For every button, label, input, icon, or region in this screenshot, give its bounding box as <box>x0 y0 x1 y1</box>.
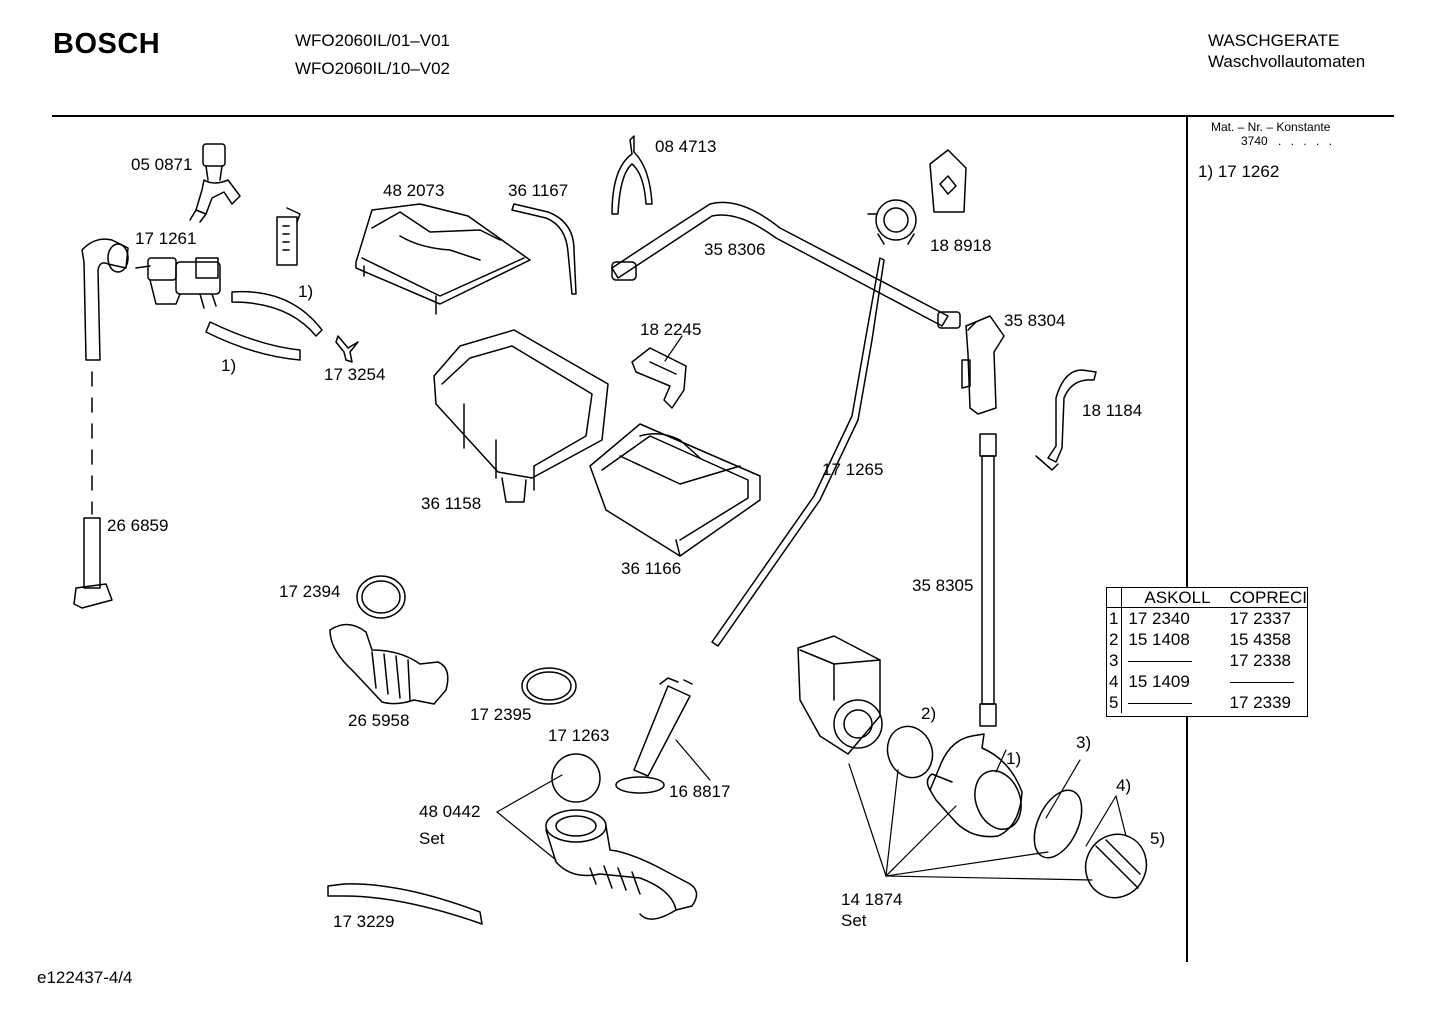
heater-drawing <box>615 677 693 794</box>
part-label-181184: 18 1184 <box>1082 401 1143 420</box>
part-label-172395: 17 2395 <box>470 705 532 724</box>
inlet-valve-drawing <box>135 257 221 309</box>
askoll-cell-empty <box>1122 692 1220 713</box>
copreci-cell: 17 2337 <box>1229 609 1291 628</box>
dispenser-hose-drawing <box>511 203 577 295</box>
row-index: 4 <box>1107 671 1123 692</box>
drain-hose-drawing <box>73 238 129 609</box>
part-label-171265: 17 1265 <box>822 460 884 479</box>
pressure-switch-drawing <box>867 149 967 245</box>
table-row: 5 17 2339 <box>1107 692 1307 713</box>
callout-4: 4) <box>1116 776 1132 795</box>
model-number-2: WFO2060IL/10–V02 <box>295 59 450 78</box>
footnote-1: 1) 17 1262 <box>1198 162 1280 181</box>
askoll-cell-empty <box>1122 650 1220 671</box>
row-index: 3 <box>1107 650 1123 671</box>
table-row: 4 15 1409 <box>1107 671 1307 692</box>
table-row: 2 15 1408 15 4358 <box>1107 629 1307 650</box>
drain-pump-motor-drawing <box>797 635 883 755</box>
part-label-265958: 26 5958 <box>348 711 410 730</box>
part-label-266859: 26 6859 <box>107 516 169 535</box>
inlet-hoses-drawing <box>205 290 323 361</box>
seal-ring-17-2394 <box>356 575 406 619</box>
askoll-cell: 15 1408 <box>1128 630 1190 649</box>
long-hose-drawing <box>611 201 961 329</box>
copreci-cell-empty <box>1220 671 1307 692</box>
part-label-480442: 48 0442 <box>419 802 481 821</box>
part-label-358305: 35 8305 <box>912 576 974 595</box>
table-row: 1 17 2340 17 2337 <box>1107 607 1307 629</box>
dispenser-drawer-drawing <box>589 423 761 557</box>
copreci-cell: 15 4358 <box>1229 630 1291 649</box>
callout-3: 3) <box>1076 733 1092 752</box>
part-label-173229: 17 3229 <box>333 912 395 931</box>
copreci-cell: 17 2339 <box>1229 693 1291 712</box>
y-connector-drawing <box>189 143 241 223</box>
part-label-171263: 17 1263 <box>548 726 610 745</box>
part-label-358304: 35 8304 <box>1004 311 1066 330</box>
document-code: e122437-4/4 <box>37 968 133 987</box>
part-label-188918: 18 8918 <box>930 236 992 255</box>
mat-number-dots: . . . . . <box>1278 134 1336 148</box>
category-title: WASCHGERATE <box>1208 31 1340 50</box>
mat-number-value: 3740 <box>1241 134 1268 148</box>
dispenser-cover-drawing <box>355 203 531 315</box>
part-label-168817: 16 8817 <box>669 782 731 801</box>
callout-2: 2) <box>921 704 937 723</box>
part-label-set-480442: Set <box>419 829 445 848</box>
thin-tube-drawing <box>711 257 885 647</box>
sump-hose-drawing <box>545 809 698 920</box>
table-header-askoll: ASKOLL <box>1121 588 1220 608</box>
bent-hose-drawing <box>1035 369 1097 471</box>
part-label-set-141874: Set <box>841 911 867 930</box>
category-subtitle: Waschvollautomaten <box>1208 52 1366 71</box>
part-label-182245: 18 2245 <box>640 320 702 339</box>
row-index: 2 <box>1107 629 1123 650</box>
askoll-cell: 15 1409 <box>1128 672 1190 691</box>
mat-number-title: Mat. – Nr. – Konstante <box>1211 120 1331 134</box>
part-label-084713: 08 4713 <box>655 137 717 156</box>
vertical-tube-drawing <box>979 433 997 727</box>
short-hose-drawing <box>327 883 483 925</box>
leader-lines <box>496 335 1127 881</box>
header-divider <box>52 115 1394 117</box>
brand-logo: BOSCH <box>53 28 161 60</box>
pump-housing-drawing <box>886 725 1148 899</box>
table-header-copreci: COPRECI <box>1219 588 1307 608</box>
sidebar-divider <box>1186 117 1188 962</box>
part-label-361167: 36 1167 <box>508 181 569 200</box>
part-label-173254: 17 3254 <box>324 365 386 384</box>
table-header-row: ASKOLL COPRECI <box>1107 588 1307 608</box>
part-label-358306: 35 8306 <box>704 240 766 259</box>
lever-clip-drawing <box>631 347 687 409</box>
part-label-361166: 36 1166 <box>621 559 682 578</box>
part-note-1a: 1) <box>298 282 314 301</box>
part-label-172394: 17 2394 <box>279 582 341 601</box>
row-index: 1 <box>1107 607 1123 629</box>
part-label-482073: 48 2073 <box>383 181 445 200</box>
model-number-1: WFO2060IL/01–V01 <box>295 31 450 50</box>
y-piece-drawing <box>335 335 359 363</box>
air-trap-drawing <box>961 315 1005 415</box>
pump-supplier-table: ASKOLL COPRECI 1 17 2340 17 2337 2 15 14… <box>1106 587 1308 717</box>
part-label-050871: 05 0871 <box>131 155 193 174</box>
part-label-171261: 17 1261 <box>135 229 197 248</box>
part-note-1b: 1) <box>221 356 237 375</box>
ball-valve-drawing <box>551 753 601 803</box>
callout-1: 1) <box>1006 749 1022 768</box>
dispenser-housing-drawing <box>433 329 609 503</box>
seal-ring-17-2395 <box>521 667 577 705</box>
part-label-361158: 36 1158 <box>421 494 482 513</box>
small-board-drawing <box>276 207 301 266</box>
copreci-cell: 17 2338 <box>1229 651 1291 670</box>
hose-clip-drawing <box>611 135 653 215</box>
askoll-cell: 17 2340 <box>1128 609 1190 628</box>
bellows-hose-drawing <box>329 623 449 705</box>
row-index: 5 <box>1107 692 1123 713</box>
part-label-141874: 14 1874 <box>841 890 903 909</box>
callout-5: 5) <box>1150 829 1166 848</box>
table-row: 3 17 2338 <box>1107 650 1307 671</box>
